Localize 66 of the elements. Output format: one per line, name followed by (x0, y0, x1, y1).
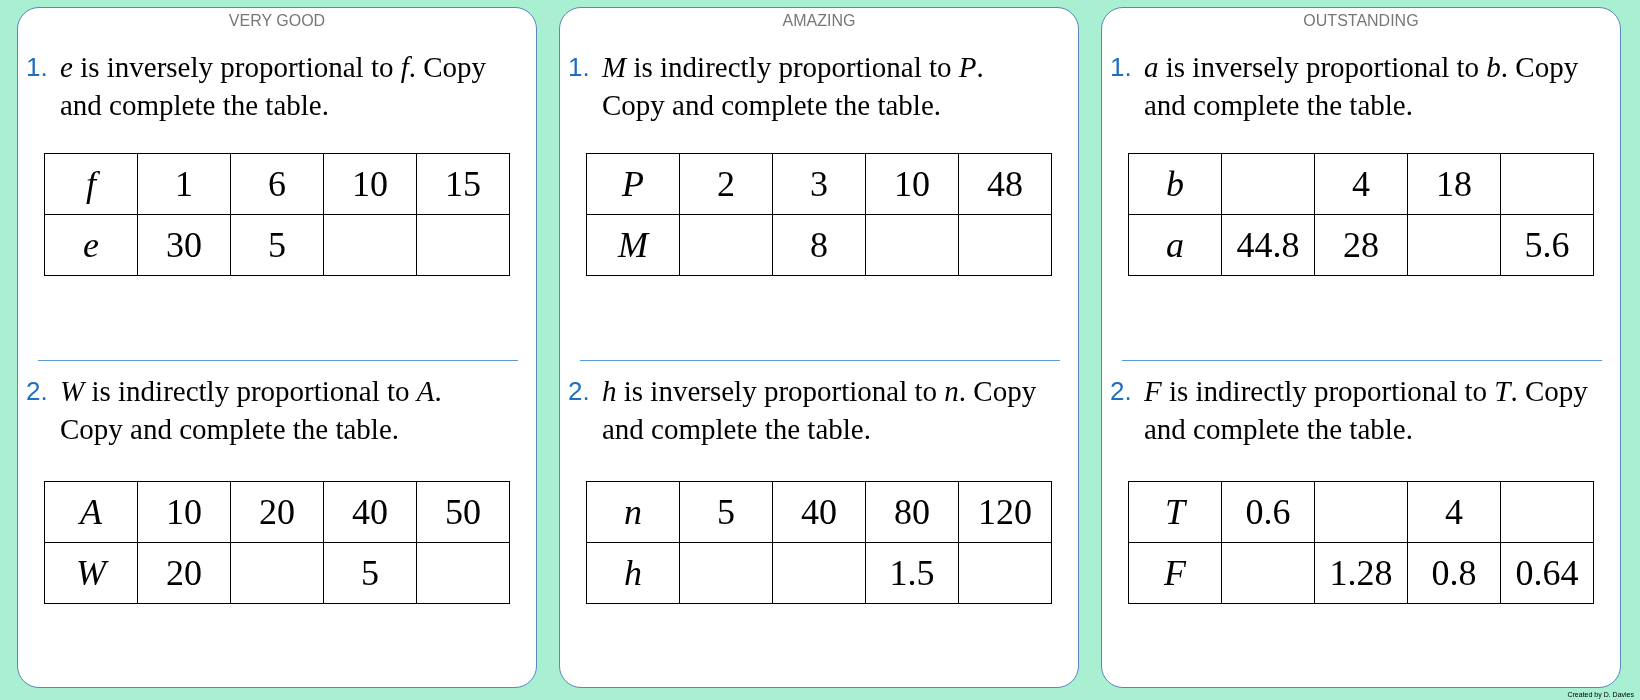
table-value: 3 (810, 164, 828, 204)
variable-name: e (83, 225, 99, 265)
table-value: 0.6 (1245, 492, 1291, 532)
table-value: 8 (810, 225, 828, 265)
table-value: 20 (259, 492, 295, 532)
question-number: 2. (1110, 376, 1132, 407)
table-value: 18 (1436, 164, 1472, 204)
table-value: 2 (717, 164, 735, 204)
question-number: 1. (568, 52, 590, 83)
table-value: 48 (987, 164, 1023, 204)
table-value: 30 (166, 225, 202, 265)
table-value: 6 (268, 164, 286, 204)
question-text: h is inversely proportional to n. Copy and complete the table. (602, 374, 1038, 447)
level-heading: OUTSTANDING (1302, 12, 1420, 30)
variable-name: h (624, 553, 642, 593)
table-value: 5.6 (1524, 225, 1570, 265)
table-value: 0.64 (1515, 553, 1579, 593)
question-number: 2. (568, 376, 590, 407)
value-table (44, 153, 510, 276)
table-value: 5 (268, 225, 286, 265)
question-text: a is inversely proportional to b. Copy and complete the table. (1144, 50, 1580, 123)
variable-name: n (624, 492, 642, 532)
variable-name: M (618, 225, 648, 265)
value-table (586, 153, 1052, 276)
variable-name: F (1164, 553, 1186, 593)
table-value: 40 (801, 492, 837, 532)
variable-name: P (622, 164, 644, 204)
table-value: 4 (1445, 492, 1463, 532)
table-value: 120 (978, 492, 1032, 532)
worksheet-card (17, 7, 537, 688)
level-heading: VERY GOOD (227, 12, 327, 30)
question-text: e is inversely proportional to f. Copy and complete the table. (60, 50, 488, 123)
table-value: 15 (445, 164, 481, 204)
table-value: 50 (445, 492, 481, 532)
worksheet-card (1101, 7, 1621, 688)
table-value: 4 (1352, 164, 1370, 204)
question-text: M is indirectly proportional to P. Copy and complete the table. (602, 50, 985, 123)
table-value: 44.8 (1236, 225, 1300, 265)
table-value: 5 (361, 553, 379, 593)
table-value: 20 (166, 553, 202, 593)
table-value: 80 (894, 492, 930, 532)
table-value: 28 (1343, 225, 1379, 265)
question-number: 2. (26, 376, 48, 407)
worksheet-card (559, 7, 1079, 688)
level-heading: AMAZING (781, 12, 857, 30)
variable-name: T (1165, 492, 1185, 532)
table-value: 40 (352, 492, 388, 532)
table-value: 10 (352, 164, 388, 204)
variable-name: a (1166, 225, 1184, 265)
question-number: 1. (1110, 52, 1132, 83)
table-value: 1.5 (889, 553, 935, 593)
variable-name: A (80, 492, 102, 532)
value-table (1128, 481, 1594, 604)
question-text: F is indirectly proportional to T. Copy and complete the table. (1144, 374, 1589, 447)
table-value: 1 (175, 164, 193, 204)
value-table (44, 481, 510, 604)
value-table (1128, 153, 1594, 276)
value-table (586, 481, 1052, 604)
table-value: 0.8 (1431, 553, 1477, 593)
table-value: 5 (717, 492, 735, 532)
question-number: 1. (26, 52, 48, 83)
variable-name: b (1166, 164, 1184, 204)
table-value: 10 (166, 492, 202, 532)
question-text: W is indirectly proportional to A. Copy and complete the table. (60, 374, 443, 447)
table-value: 10 (894, 164, 930, 204)
table-value: 1.28 (1329, 553, 1393, 593)
